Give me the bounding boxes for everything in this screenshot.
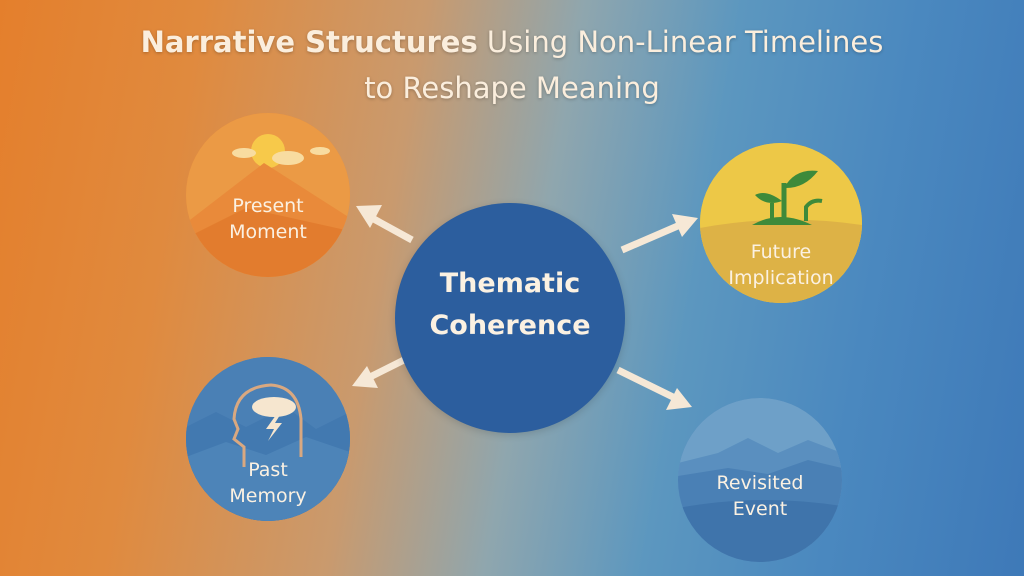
page-title-line1: Narrative Structures Using Non-Linear Ti… (0, 22, 1024, 62)
page-title-line2: to Reshape Meaning (364, 71, 660, 105)
sun-mountain-icon (186, 113, 350, 277)
sprout-icon (700, 143, 862, 303)
title-regular: Using Non-Linear Timelines (477, 25, 884, 59)
arrow-to-present (370, 214, 414, 244)
arrow-to-revisited (616, 366, 677, 402)
arrow-to-past (366, 354, 410, 382)
misty-mountains-icon (678, 398, 842, 562)
title-bold: Narrative Structures (140, 25, 478, 59)
head-storm-icon (186, 357, 350, 521)
arrow-to-future (620, 221, 682, 254)
